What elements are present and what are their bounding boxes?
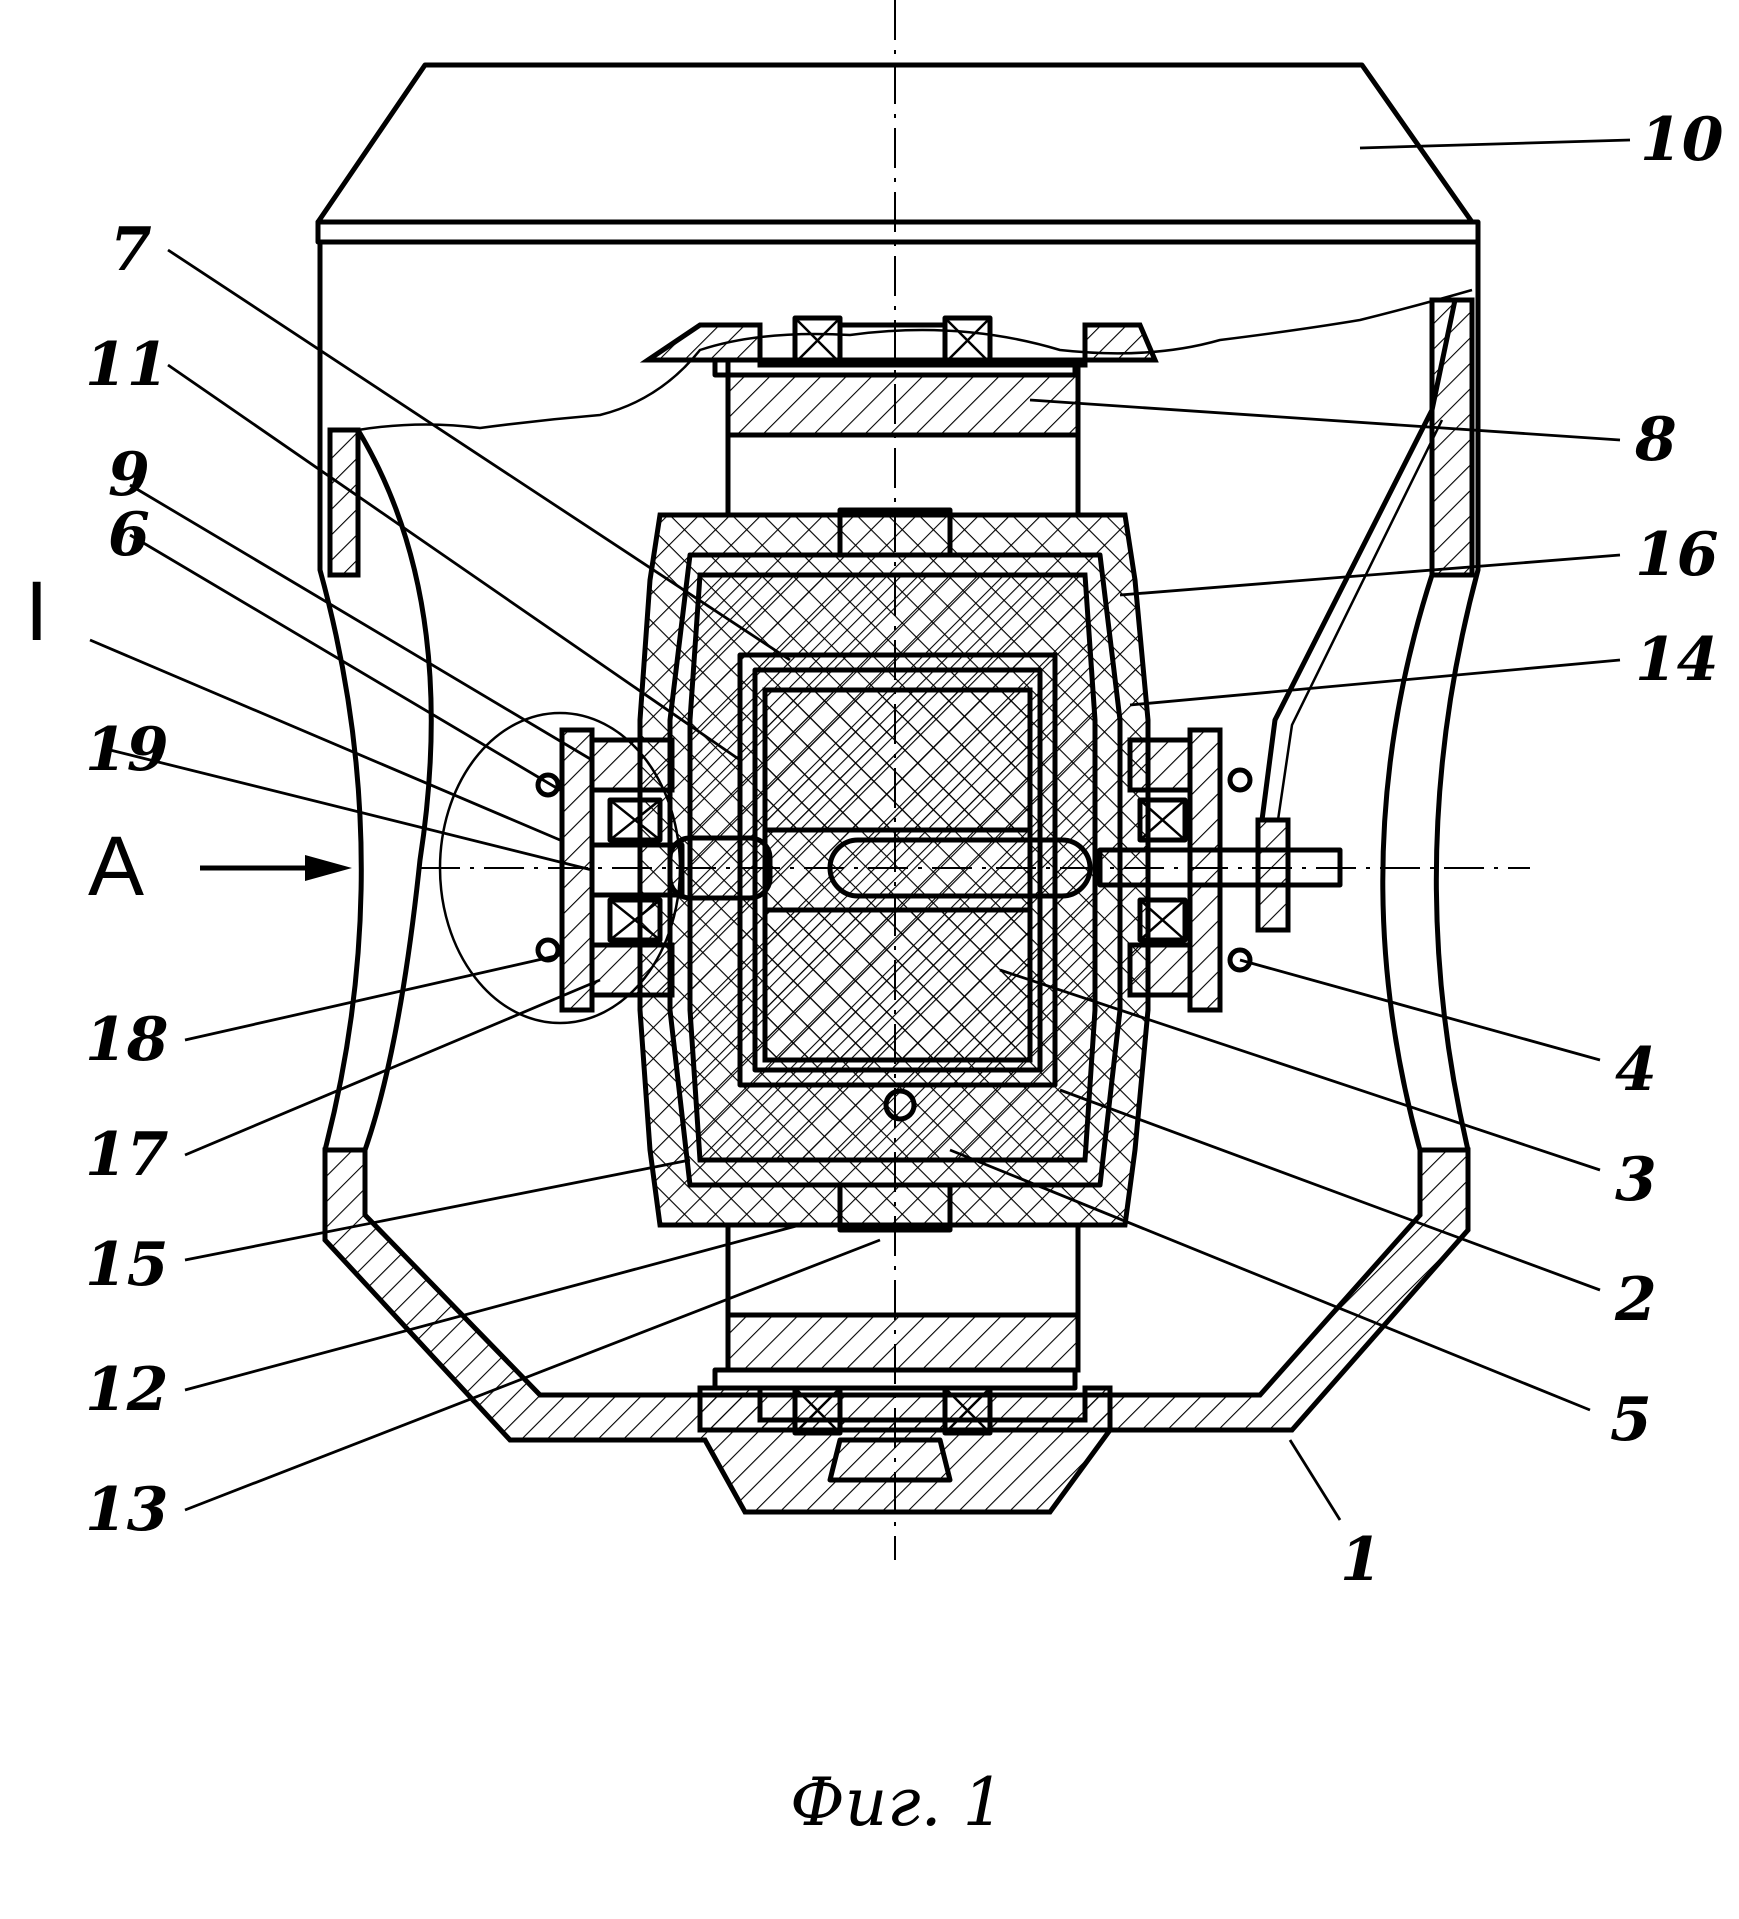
top-cover (318, 65, 1478, 242)
callout-1: 1 (1340, 1525, 1382, 1595)
callout-10: 10 (1640, 105, 1724, 175)
callout-6: 6 (108, 500, 150, 570)
upper-bearing (648, 318, 1155, 515)
callout-3: 3 (1615, 1145, 1657, 1215)
callout-14: 14 (1635, 625, 1719, 695)
callout-5: 5 (1610, 1385, 1652, 1455)
right-bearing-unit (1100, 300, 1455, 1010)
callout-4: 4 (1615, 1035, 1657, 1105)
callout-7: 7 (110, 215, 152, 285)
section-label: I (25, 564, 48, 658)
callout-11: 11 (85, 330, 169, 400)
callout-15: 15 (85, 1230, 169, 1300)
callout-13: 13 (85, 1475, 169, 1545)
rotor-assembly (640, 510, 1148, 1230)
callout-16: 16 (1635, 520, 1719, 590)
callout-12: 12 (85, 1355, 169, 1425)
figure-caption: Фиг. 1 (790, 1764, 1005, 1841)
callout-18: 18 (85, 1005, 169, 1075)
callout-8: 8 (1634, 405, 1677, 475)
callout-17: 17 (85, 1120, 169, 1190)
view-label: A (88, 819, 144, 913)
view-arrow (200, 855, 352, 881)
callout-19: 19 (85, 715, 169, 785)
callout-2: 2 (1614, 1265, 1657, 1335)
